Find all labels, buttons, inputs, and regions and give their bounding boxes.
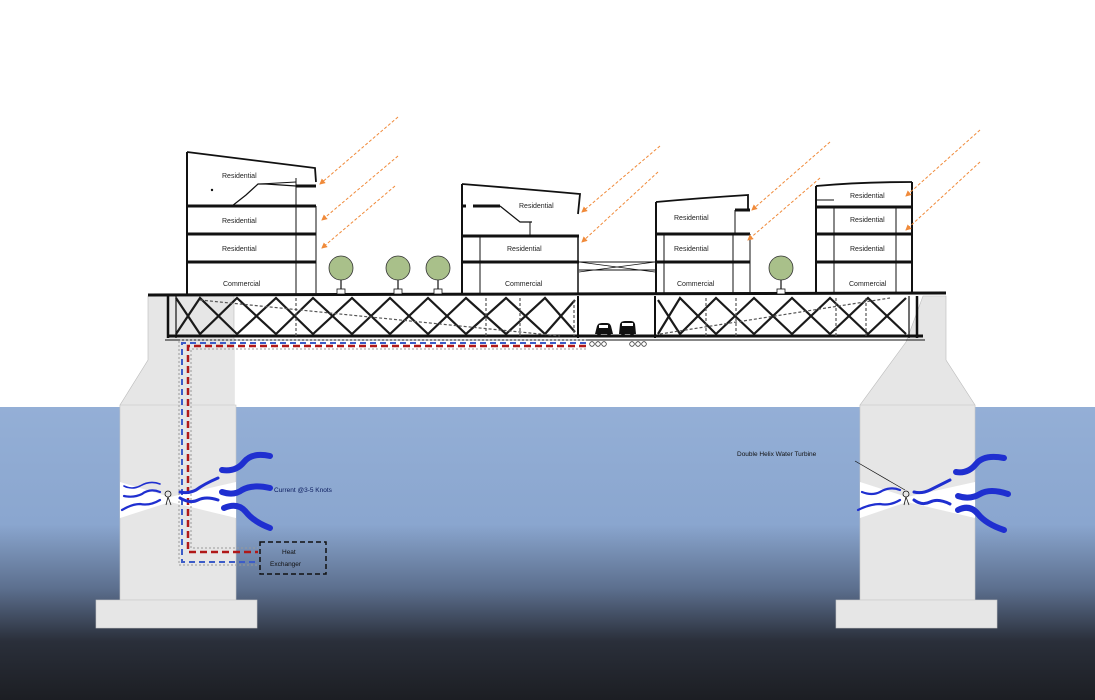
label-residential: Residential bbox=[674, 246, 709, 253]
tree-icon bbox=[425, 255, 451, 295]
current-arrows-right bbox=[856, 453, 1011, 533]
building-2-labels: Residential Residential Commercial bbox=[505, 203, 554, 288]
heat-exchanger-box bbox=[259, 541, 327, 575]
tree-icon bbox=[768, 255, 794, 295]
building-1-labels: Residential Residential Residential Comm… bbox=[222, 173, 261, 288]
cold-pipe bbox=[181, 342, 586, 563]
bridge-deck bbox=[147, 291, 947, 341]
right-pier bbox=[835, 295, 998, 629]
return-pipe bbox=[178, 339, 586, 566]
label-residential: Residential bbox=[850, 193, 885, 200]
service-lines bbox=[199, 297, 891, 337]
building-4 bbox=[815, 181, 913, 294]
right-turbine-icon bbox=[902, 490, 910, 506]
label-commercial: Commercial bbox=[677, 281, 715, 288]
label-commercial: Commercial bbox=[223, 281, 261, 288]
current-speed-label: Current @3-5 Knots bbox=[274, 487, 333, 494]
building-3-labels: Residential Residential Commercial bbox=[674, 215, 715, 288]
label-residential: Residential bbox=[507, 246, 542, 253]
truss-structure bbox=[175, 296, 907, 336]
current-arrows-left bbox=[120, 451, 273, 531]
utility-pipes bbox=[589, 341, 647, 347]
label-residential: Residential bbox=[850, 246, 885, 253]
car-icon bbox=[619, 321, 636, 336]
label-residential: Residential bbox=[674, 215, 709, 222]
heat-exchanger-label-1: Heat bbox=[282, 549, 296, 556]
label-residential: Residential bbox=[222, 246, 257, 253]
turbine-leader-line bbox=[854, 460, 906, 491]
car-icon bbox=[595, 323, 613, 336]
label-residential: Residential bbox=[222, 218, 257, 225]
tree-icon bbox=[385, 255, 411, 295]
label-residential: Residential bbox=[222, 173, 257, 180]
building-2 bbox=[461, 183, 656, 294]
sun-rays bbox=[319, 116, 981, 249]
label-residential: Residential bbox=[850, 217, 885, 224]
label-commercial: Commercial bbox=[505, 281, 543, 288]
building-3 bbox=[655, 194, 751, 294]
tree-icon bbox=[328, 255, 354, 295]
left-turbine-icon bbox=[164, 490, 172, 506]
hot-pipe bbox=[186, 344, 586, 554]
label-residential: Residential bbox=[519, 203, 554, 210]
left-pier bbox=[95, 295, 258, 629]
building-1 bbox=[186, 151, 317, 294]
heat-exchanger-label-2: Exchanger bbox=[270, 561, 302, 568]
turbine-label: Double Helix Water Turbine bbox=[737, 451, 817, 458]
label-commercial: Commercial bbox=[849, 281, 887, 288]
building-4-labels: Residential Residential Residential Comm… bbox=[849, 193, 887, 288]
